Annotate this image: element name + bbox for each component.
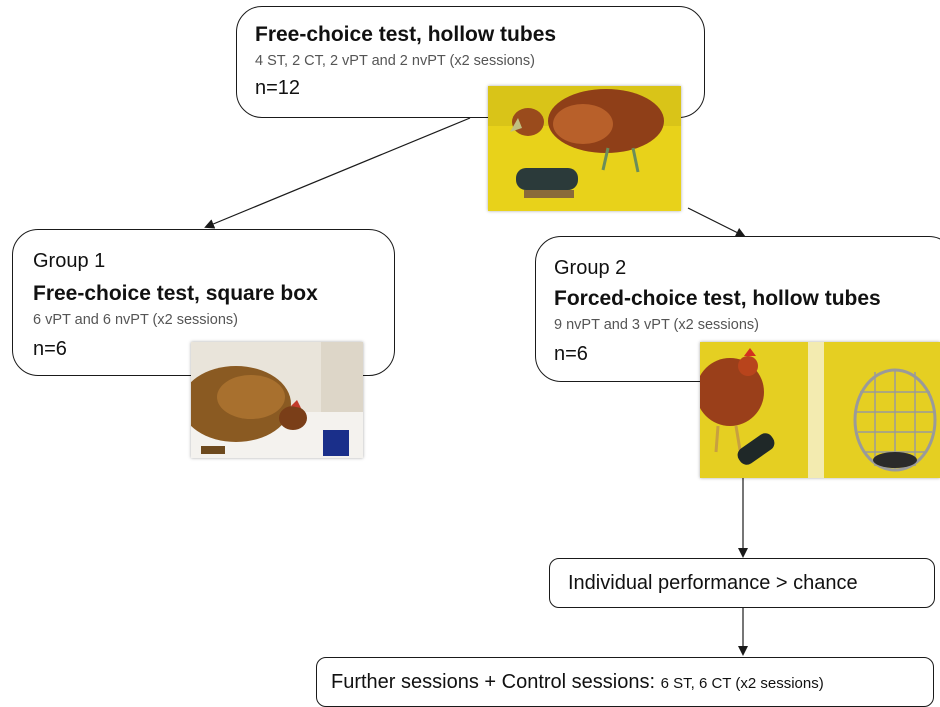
group2-title: Forced-choice test, hollow tubes bbox=[554, 287, 881, 310]
arrow-top-to-group1 bbox=[204, 117, 471, 229]
further-sessions-label: Further sessions + Control sessions: bbox=[331, 671, 656, 693]
further-sessions-text: Further sessions + Control sessions: 6 S… bbox=[331, 671, 824, 694]
top-box: Free-choice test, hollow tubes 4 ST, 2 C… bbox=[236, 6, 705, 118]
group1-subtitle: 6 vPT and 6 nvPT (x2 sessions) bbox=[33, 312, 238, 328]
arrow-top-to-group2 bbox=[687, 207, 746, 237]
group1-heading: Group 1 bbox=[33, 250, 106, 272]
further-sessions-detail: 6 ST, 6 CT (x2 sessions) bbox=[660, 675, 824, 692]
performance-label: Individual performance > chance bbox=[568, 572, 858, 594]
top-title: Free-choice test, hollow tubes bbox=[255, 23, 557, 46]
top-subtitle: 4 ST, 2 CT, 2 vPT and 2 nvPT (x2 session… bbox=[255, 53, 535, 69]
group1-title: Free-choice test, square box bbox=[33, 282, 318, 305]
group1-n: n=6 bbox=[33, 338, 67, 360]
hen-hollow-tube-photo bbox=[488, 86, 681, 211]
performance-box: Individual performance > chance bbox=[549, 558, 935, 608]
group2-n: n=6 bbox=[554, 343, 588, 365]
top-n: n=12 bbox=[255, 77, 301, 99]
group2-heading: Group 2 bbox=[554, 257, 627, 279]
hen-square-box-photo bbox=[191, 342, 363, 458]
further-sessions-box: Further sessions + Control sessions: 6 S… bbox=[316, 657, 934, 707]
group2-subtitle: 9 nvPT and 3 vPT (x2 sessions) bbox=[554, 317, 759, 333]
hen-forced-choice-photo bbox=[700, 342, 940, 478]
